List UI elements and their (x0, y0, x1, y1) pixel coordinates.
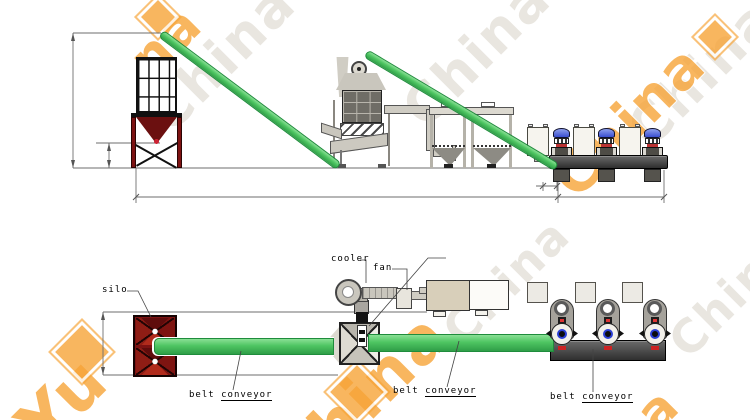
vibrating-screen (340, 123, 384, 136)
machine-foot (378, 164, 386, 168)
frame-tab (635, 124, 640, 127)
separator-plan-arrow (666, 330, 671, 337)
dimension-arrows (71, 33, 111, 375)
hopper-post (471, 115, 474, 168)
separator-plan-top-circle (554, 301, 569, 316)
hopper-top-tab (481, 102, 495, 107)
machine-foot (338, 164, 346, 168)
separator-body (599, 138, 614, 144)
airlock-slot (359, 330, 365, 334)
separator-red-band (556, 144, 567, 147)
machine-hood (336, 73, 386, 90)
machine-grid-box (342, 90, 382, 123)
separator-body (645, 138, 660, 144)
machine-box-plan-right (469, 280, 509, 310)
duct-pipe-horizontal (384, 105, 430, 114)
cooler-blower-center (342, 286, 354, 298)
separator-plan-top-circle (600, 301, 615, 316)
hopper-post (430, 115, 433, 168)
separator-base (642, 147, 663, 156)
separator-plan-red-dot (606, 319, 610, 322)
separator-frame (619, 127, 641, 156)
belt-conveyor-label: belt conveyor (189, 390, 273, 401)
separator-red-band (647, 144, 658, 147)
separator-base-leg (598, 169, 615, 182)
separator-body (554, 138, 569, 144)
airlock-slot (359, 338, 365, 342)
belt-word: belt (189, 390, 215, 400)
silo-label: silo (102, 285, 128, 295)
machine-foot-plan (475, 310, 488, 316)
separator-plan-red-tick (651, 346, 659, 350)
silo-outlet-dot (154, 139, 159, 144)
separator-base (551, 147, 572, 156)
machine-foot-plan (433, 311, 446, 317)
conveyor-word: conveyor (425, 386, 477, 397)
silo-grid-tower (136, 57, 177, 113)
airlock-feeder (357, 325, 367, 347)
silo-post-left (131, 117, 136, 168)
conveyor-word: conveyor (221, 390, 273, 401)
hopper-serration (432, 145, 465, 148)
hopper-serration (473, 145, 511, 148)
fan-label: fan (373, 263, 393, 273)
cooler-label: cooler (331, 254, 370, 264)
machine-leg (340, 150, 342, 167)
frame-tab (589, 124, 594, 127)
frame-tab (528, 124, 533, 127)
frame-plan-square (575, 282, 596, 303)
separator-plan-arrow (619, 330, 624, 337)
belt-word: belt (550, 392, 576, 402)
separator-plan-arrow (573, 330, 578, 337)
hopper-post (463, 115, 466, 168)
separator-plan-red-dot (560, 319, 564, 322)
belt-conveyor-label: belt conveyor (393, 386, 477, 397)
separator-plan-arrow (639, 330, 644, 337)
belt-conveyor-plan (154, 338, 334, 355)
ribbed-pipe (362, 287, 398, 299)
airlock-feeder-top (356, 312, 368, 323)
frame-plan-square (527, 282, 548, 303)
separator-blue-cap (598, 128, 615, 138)
belt-word: belt (393, 386, 419, 396)
separator-base-leg (644, 169, 661, 182)
frame-tab (620, 124, 625, 127)
separator-plan-blue-ring (557, 329, 567, 339)
separator-plan-red-tick (558, 346, 566, 350)
separator-plan-top-circle (647, 301, 662, 316)
discharge-spout (321, 122, 342, 140)
cyclone-cone (336, 57, 349, 97)
separator-base (596, 147, 617, 156)
machine-support-leg (388, 110, 390, 166)
cyclone-fan-hub (357, 67, 361, 71)
separator-plan-blue-ring (650, 329, 660, 339)
separator-plan-red-dot (653, 319, 657, 322)
watermark-text: China (658, 219, 750, 369)
frame-plan-square (622, 282, 643, 303)
separator-plan-red-tick (604, 346, 612, 350)
hopper-funnel-tip (444, 164, 453, 168)
separator-frame (573, 127, 595, 156)
frame-tab (543, 124, 548, 127)
silo-top-rail (131, 113, 182, 117)
belt-conveyor-bar (549, 155, 668, 169)
belt-conveyor-label: belt conveyor (550, 392, 634, 403)
hopper-funnel-tip (487, 164, 496, 168)
separator-plan-arrow (592, 330, 597, 337)
separator-plan-arrow (546, 330, 551, 337)
separator-red-band (601, 144, 612, 147)
conveyor-word: conveyor (582, 392, 634, 403)
frame-tab (574, 124, 579, 127)
machine-box-plan-left (426, 280, 470, 311)
separator-blue-cap (553, 128, 570, 138)
separator-base-leg (553, 169, 570, 182)
separator-blue-cap (644, 128, 661, 138)
fan-box (396, 288, 412, 309)
belt-conveyor-plan (368, 334, 554, 352)
separator-plan-blue-ring (603, 329, 613, 339)
